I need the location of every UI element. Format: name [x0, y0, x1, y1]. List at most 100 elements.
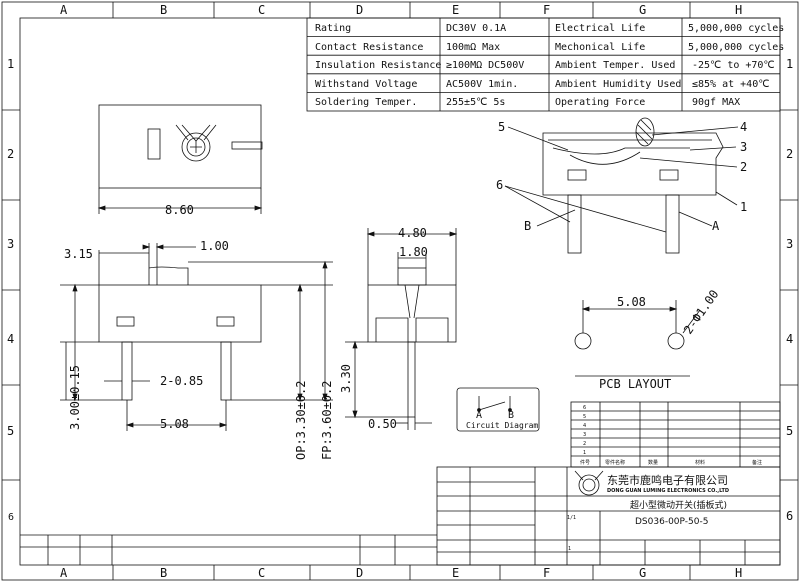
spec-r0-c0: Rating — [315, 23, 351, 34]
grid-row-2: 2 — [7, 147, 14, 161]
pcb-layout — [574, 300, 701, 377]
product-name-cn: 超小型微动开关(插板式) — [630, 499, 727, 511]
spec-r3-c2: Ambient Humidity Used — [555, 79, 681, 90]
grid-row-5-right: 5 — [786, 424, 793, 438]
spec-r3-c0: Withstand Voltage — [315, 79, 417, 90]
spec-r1-c0: Contact Resistance — [315, 42, 423, 53]
grid-col-a-bottom: A — [60, 566, 68, 580]
grid-col-g: G — [639, 3, 646, 17]
parts-head-name: 零件名称 — [605, 459, 625, 466]
pcb-layout-label: PCB LAYOUT — [599, 377, 671, 391]
dim-508-front: 5.08 — [160, 417, 189, 431]
dim-2-085: 2-0.85 — [160, 374, 203, 388]
parts-row-6: 6 — [583, 405, 586, 411]
grid-col-a: A — [60, 3, 68, 17]
grid-col-h-bottom: H — [735, 566, 742, 580]
callout-3: 3 — [740, 140, 747, 154]
spec-r2-c3: -25℃ to +70℃ — [692, 60, 775, 71]
dim-480: 4.80 — [398, 226, 427, 240]
callout-1: 1 — [740, 200, 747, 214]
sheet-number: 1 — [568, 546, 571, 552]
title-block — [20, 466, 781, 566]
callout-5: 5 — [498, 120, 505, 134]
grid-col-c-bottom: C — [258, 566, 265, 580]
grid-row-6: 6 — [8, 512, 14, 523]
circuit-title: Circuit Diagram — [466, 421, 538, 430]
callout-6: 6 — [496, 178, 503, 192]
parts-head-no: 件号 — [580, 459, 590, 466]
grid-labels: A B C D E F G H A B C D E F G H 1 2 3 4 … — [7, 3, 793, 580]
dim-300: 3.00±0.15 — [68, 365, 82, 430]
spec-r4-c0: Soldering Temper. — [315, 97, 417, 108]
section-view — [504, 117, 739, 254]
spec-r0-c1: DC30V 0.1A — [446, 23, 506, 34]
spec-r4-c3: 90gf MAX — [692, 97, 740, 108]
grid-row-5: 5 — [7, 424, 14, 438]
grid-col-c: C — [258, 3, 265, 17]
dim-fp: FP:3.60±0.2 — [320, 381, 334, 460]
top-view — [97, 104, 263, 214]
circuit-b: B — [508, 410, 514, 421]
dim-width-860: 8.60 — [165, 203, 194, 217]
spec-r2-c0: Insulation Resistance — [315, 60, 441, 71]
spec-r4-c1: 255±5℃ 5s — [446, 97, 505, 108]
spec-r1-c1: 100mΩ Max — [446, 42, 500, 53]
grid-row-6-right: 6 — [786, 509, 793, 523]
company-name-en: DONG GUAN LUMING ELECTRONICS CO.,LTD — [607, 488, 729, 494]
spec-r2-c1: ≥100MΩ DC500V — [446, 60, 524, 71]
spec-r0-c2: Electrical Life — [555, 23, 645, 34]
parts-row-1: 1 — [583, 450, 586, 456]
dim-050: 0.50 — [368, 417, 397, 431]
spec-r3-c3: ≤85% at +40℃ — [692, 79, 769, 90]
parts-head-material: 材料 — [695, 459, 705, 466]
grid-row-3-right: 3 — [786, 237, 793, 251]
grid-col-b-bottom: B — [160, 566, 167, 580]
grid-row-2-right: 2 — [786, 147, 793, 161]
front-view — [60, 243, 333, 431]
parts-list-text: 6 5 4 3 2 1 件号 零件名称 数量 材料 备注 — [580, 405, 762, 466]
company-name-cn: 东莞市鹿鸣电子有限公司 — [607, 473, 728, 487]
grid-col-e-bottom: E — [452, 566, 459, 580]
side-view — [345, 228, 458, 430]
dim-315: 3.15 — [64, 247, 93, 261]
spec-table-text: Rating DC30V 0.1A Electrical Life 5,000,… — [315, 23, 784, 108]
grid-col-d-bottom: D — [356, 566, 363, 580]
pcb-dim-508: 5.08 — [617, 295, 646, 309]
parts-row-3: 3 — [583, 432, 586, 438]
grid-row-1: 1 — [7, 57, 14, 71]
parts-head-remark: 备注 — [752, 459, 762, 466]
dim-180: 1.80 — [399, 245, 428, 259]
spec-r0-c3: 5,000,000 cycles — [688, 23, 784, 34]
grid-col-g-bottom: G — [639, 566, 646, 580]
grid-row-4: 4 — [7, 332, 14, 346]
callout-4: 4 — [740, 120, 747, 134]
dim-100: 1.00 — [200, 239, 229, 253]
spec-r1-c2: Mechonical Life — [555, 42, 645, 53]
callout-b: B — [524, 219, 531, 233]
spec-r4-c2: Operating Force — [555, 97, 645, 108]
scale-value: 1/1 — [567, 515, 576, 521]
circuit-diagram — [456, 387, 540, 432]
callout-a: A — [712, 219, 720, 233]
grid-row-4-right: 4 — [786, 332, 793, 346]
parts-list — [570, 401, 781, 468]
grid-col-e: E — [452, 3, 459, 17]
pcb-hole-dim: 2-Ф1.00 — [681, 287, 721, 336]
grid-row-3: 3 — [7, 237, 14, 251]
grid-col-h: H — [735, 3, 742, 17]
grid-col-f-bottom: F — [543, 566, 550, 580]
circuit-a: A — [476, 410, 482, 421]
parts-head-qty: 数量 — [648, 459, 658, 466]
title-block-text: 东莞市鹿鸣电子有限公司 DONG GUAN LUMING ELECTRONICS… — [567, 473, 729, 552]
dim-op: OP:3.30±0.2 — [294, 381, 308, 460]
grid-row-1-right: 1 — [786, 57, 793, 71]
callout-2: 2 — [740, 160, 747, 174]
grid-col-f: F — [543, 3, 550, 17]
grid-col-d: D — [356, 3, 363, 17]
spec-table — [306, 17, 781, 112]
spec-r2-c2: Ambient Temper. Used — [555, 60, 675, 71]
spec-r3-c1: AC500V 1min. — [446, 79, 518, 90]
